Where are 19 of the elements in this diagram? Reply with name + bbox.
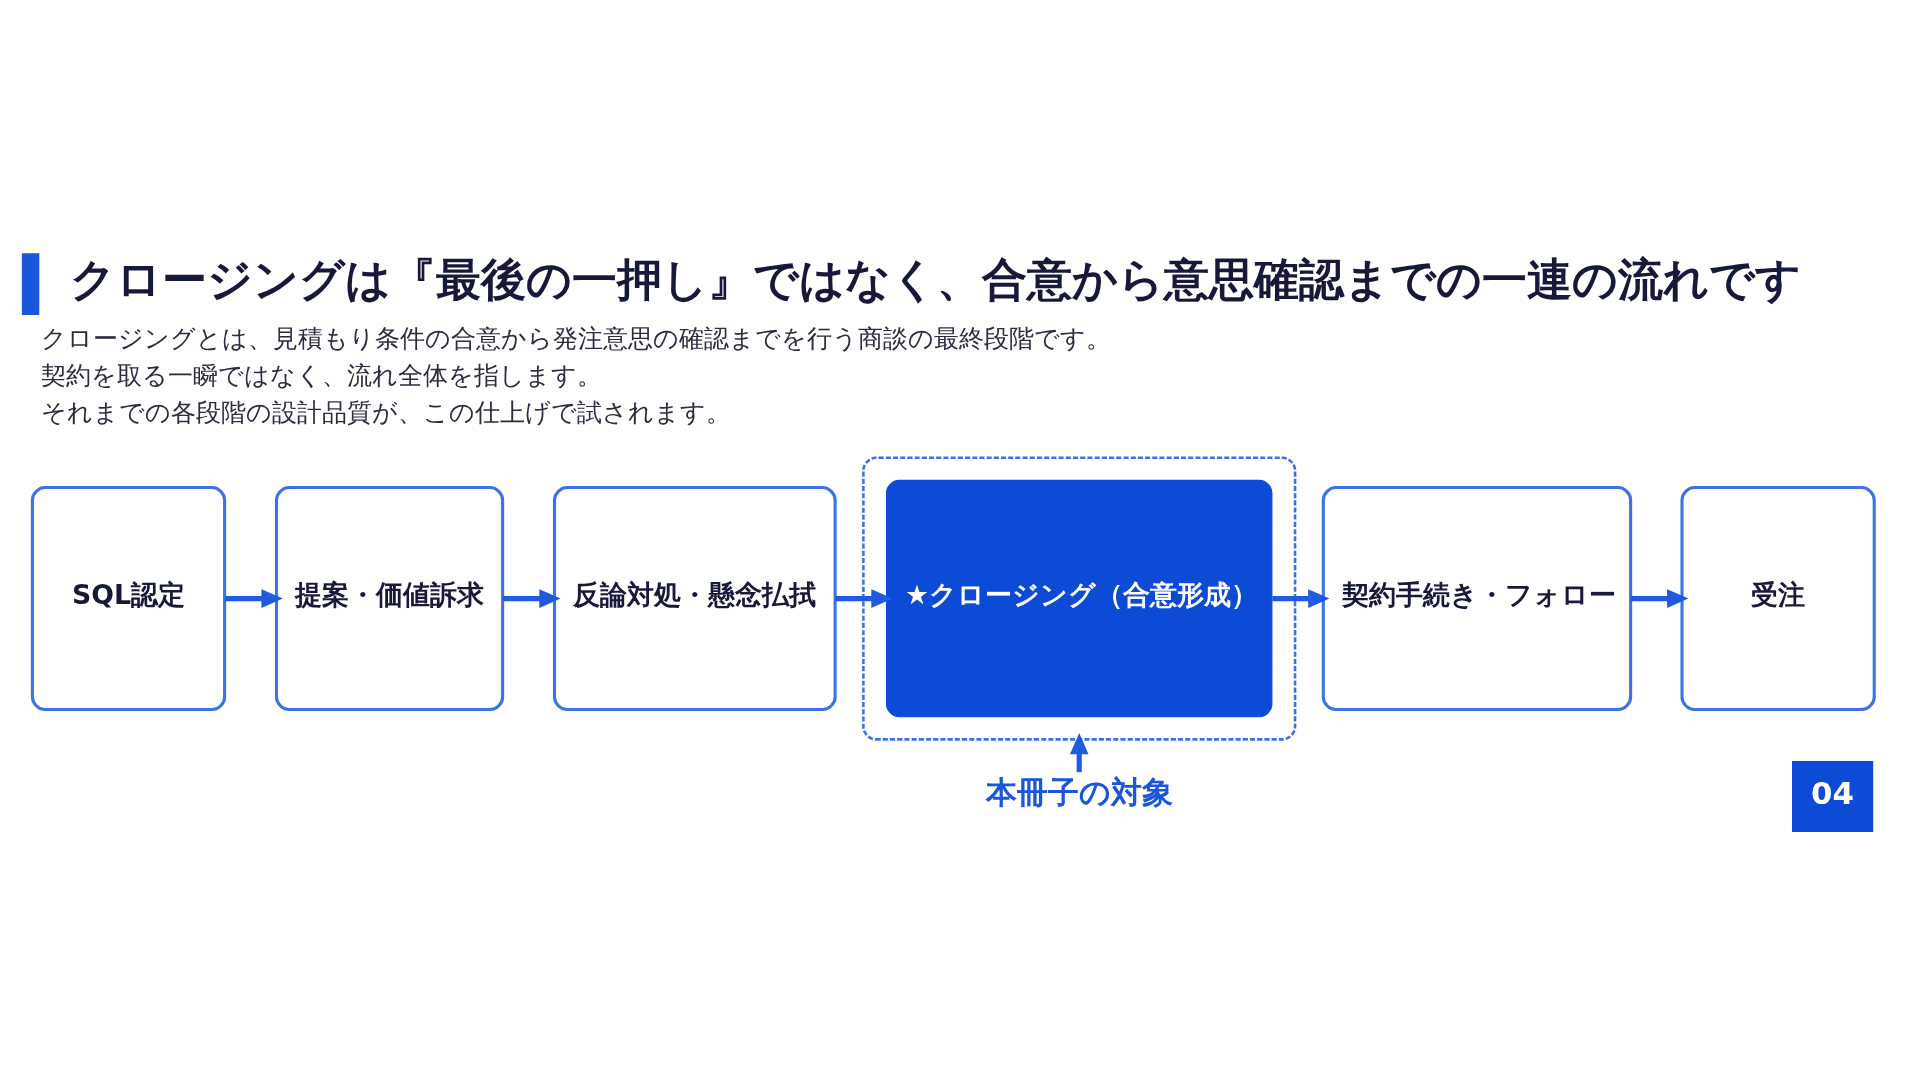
- arrow: [834, 588, 893, 608]
- node-box: 提案・価値訴求: [274, 485, 504, 711]
- arrow: [1069, 732, 1089, 772]
- label: 04: [1810, 774, 1854, 811]
- node-box: SQL認定: [30, 485, 226, 711]
- node-box: 契約手続き・フォロー: [1321, 485, 1632, 711]
- node-box: 反論対処・懸念払拭: [552, 485, 837, 711]
- arrow: [1271, 588, 1329, 608]
- diagram-title: クロージングは『最後の一押し』ではなく、合意から意思確認までの一連の流れです: [69, 252, 1801, 306]
- arrow: [502, 588, 561, 608]
- node-box: ★クロージング（合意形成）: [885, 479, 1272, 717]
- label: 契約を取る一瞬ではなく、流れ全体を指します。: [40, 360, 602, 390]
- cluster: [861, 455, 1296, 741]
- arrow: [1630, 588, 1688, 608]
- node-box: 受注: [1679, 485, 1876, 711]
- label: クロージングとは、見積もり条件の合意から発注意思の確認までを行う商談の最終段階です。: [40, 323, 1111, 353]
- arrow: [224, 588, 283, 608]
- node-text: 本冊子の対象: [985, 773, 1173, 810]
- label: それまでの各段階の設計品質が、この仕上げで試されます。: [40, 397, 731, 427]
